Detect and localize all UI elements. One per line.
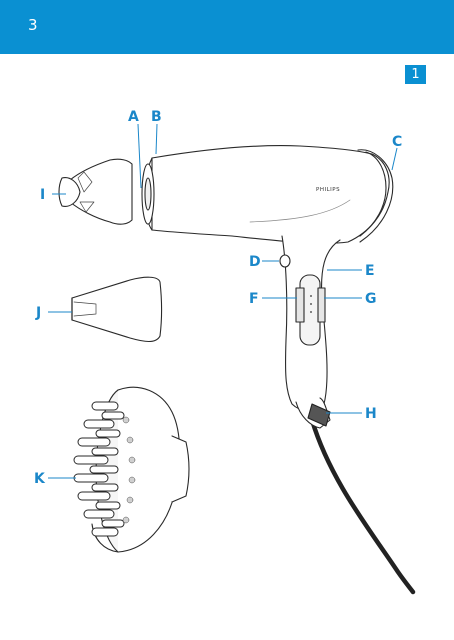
diffuser-k [73, 386, 190, 553]
page-number: 3 [28, 16, 38, 34]
dryer-body [151, 145, 390, 244]
concentrator-j [71, 276, 163, 343]
callout-c: C [392, 134, 402, 150]
callout-e: E [365, 263, 375, 279]
button-d [279, 254, 291, 268]
callout-g: G [365, 291, 377, 307]
back-filter [357, 149, 394, 243]
callout-f: F [249, 291, 259, 307]
power-cord [309, 417, 416, 595]
switch-f [295, 287, 305, 323]
brand-label: PHILIPS [316, 187, 340, 193]
header-bar: 3 [0, 0, 454, 54]
callout-h: H [365, 406, 377, 422]
callout-d: D [249, 254, 261, 270]
callout-i: I [40, 187, 45, 203]
callout-j: J [35, 305, 41, 321]
callout-b: B [151, 109, 162, 125]
switch-g [317, 287, 326, 323]
figure-number-badge: 1 [405, 65, 426, 84]
callout-k: K [34, 471, 46, 487]
callout-a: A [128, 109, 139, 125]
